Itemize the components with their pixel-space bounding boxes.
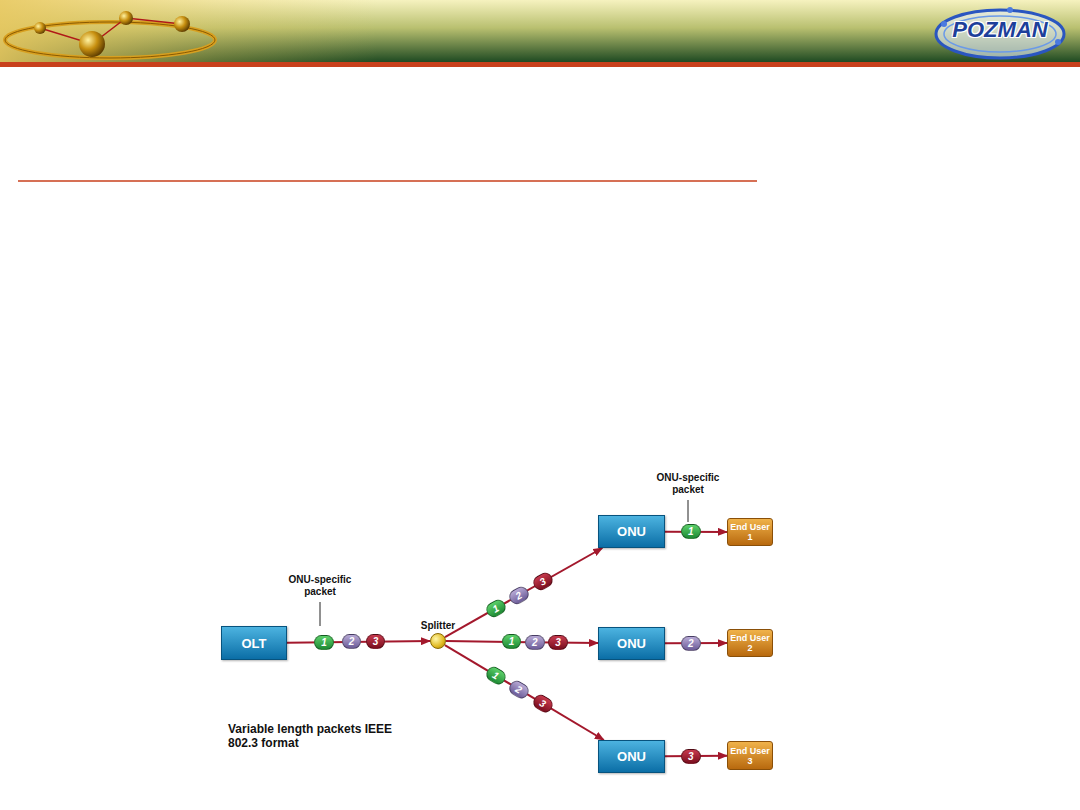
leader-line <box>320 602 321 626</box>
node-label: OLT <box>241 636 266 651</box>
packet-number: 1 <box>688 526 694 537</box>
node-label: End User 2 <box>730 633 770 653</box>
node-label: End User 1 <box>730 522 770 542</box>
packet-number: 2 <box>532 637 538 648</box>
end-user-box: End User 1 <box>727 518 773 546</box>
node-label: ONU <box>617 636 646 651</box>
packet-pill: 2 <box>525 635 545 650</box>
note-label: ONU-specific packet <box>651 472 725 496</box>
packet-pill: 2 <box>507 584 531 607</box>
node-label: ONU <box>617 524 646 539</box>
packet-pill: 1 <box>314 635 334 650</box>
fiber-link <box>445 645 604 740</box>
end-user-box: End User 3 <box>727 741 773 770</box>
packet-number: 3 <box>555 637 561 648</box>
packet-pill: 1 <box>681 524 701 539</box>
packet-pill: 2 <box>342 634 362 649</box>
packet-number: 2 <box>349 636 355 647</box>
packet-pill: 1 <box>502 634 522 649</box>
packet-pill: 3 <box>366 634 386 649</box>
packet-number: 1 <box>321 637 327 648</box>
network-box: ONU <box>598 627 665 660</box>
packet-pill: 3 <box>530 692 554 715</box>
packet-number: 2 <box>514 589 524 601</box>
orbit-links <box>40 18 182 44</box>
network-box: OLT <box>221 626 287 660</box>
fiber-link <box>445 548 602 637</box>
node-label: End User 3 <box>730 746 770 766</box>
end-user-box: End User 2 <box>727 629 773 657</box>
note-label: Variable length packets IEEE 802.3 forma… <box>228 722 393 750</box>
logo-dot <box>941 21 947 27</box>
network-box: ONU <box>598 740 665 773</box>
packet-number: 1 <box>491 602 501 614</box>
packet-pill: 3 <box>681 749 701 764</box>
logo-dot <box>1055 39 1061 45</box>
splitter-dot: Splitter <box>430 633 446 649</box>
logo-dot <box>1007 7 1013 13</box>
packet-number: 2 <box>514 683 524 695</box>
packet-pill: 1 <box>484 597 508 620</box>
header-rule <box>0 62 1080 67</box>
packet-number: 3 <box>688 751 694 762</box>
packet-number: 1 <box>509 636 515 647</box>
network-box: ONU <box>598 515 665 548</box>
fiber-link <box>446 641 598 643</box>
globe-ball <box>79 31 105 57</box>
leader-line <box>688 500 689 522</box>
splitter-label: Splitter <box>421 620 455 631</box>
packet-number: 3 <box>537 576 547 588</box>
globe-ball <box>174 16 190 32</box>
packet-pill: 3 <box>548 635 568 650</box>
packet-number: 2 <box>688 638 694 649</box>
logo-ellipse <box>936 10 1064 58</box>
title-underline <box>18 180 757 182</box>
packet-number: 3 <box>537 697 547 709</box>
note-label: ONU-specific packet <box>283 574 357 598</box>
packet-pill: 2 <box>681 636 701 651</box>
packet-number: 3 <box>373 636 379 647</box>
header-banner <box>0 0 1080 62</box>
packet-pill: 1 <box>484 664 508 687</box>
packet-pill: 2 <box>507 678 531 701</box>
packet-pill: 3 <box>530 571 554 594</box>
header-glow <box>0 0 1080 62</box>
globe-ball <box>34 22 46 34</box>
node-label: ONU <box>617 749 646 764</box>
packet-number: 1 <box>491 669 501 681</box>
globe-ball <box>119 11 133 25</box>
logo-text: POZMAN <box>940 18 1060 42</box>
